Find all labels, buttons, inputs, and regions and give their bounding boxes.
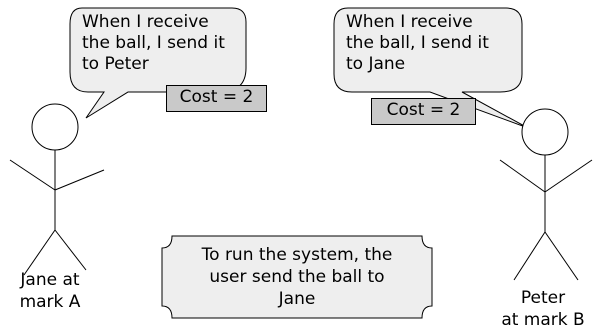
- jane-label-line-1: Jane at: [20, 270, 80, 290]
- note-shape: [161, 235, 433, 319]
- peter-bubble-line-2: the ball, I send it: [346, 33, 489, 53]
- jane-stick-figure: [9, 103, 105, 276]
- note-line-1: To run the system, the: [201, 245, 393, 265]
- jane-bubble-line-1: When I receive: [82, 12, 209, 32]
- peter-bubble-line-3: to Jane: [346, 54, 406, 74]
- peter-label-line-2: at mark B: [501, 310, 585, 330]
- note-line-2: user send the ball to: [209, 267, 385, 287]
- jane-label-line-2: mark A: [19, 292, 81, 312]
- jane-bubble-line-2: the ball, I send it: [82, 33, 225, 53]
- peter-stick-figure: [499, 108, 593, 281]
- note-line-3: Jane: [278, 289, 316, 309]
- peter-cost-badge: Cost = 2: [371, 98, 476, 125]
- peter-label-line-1: Peter: [520, 288, 566, 308]
- jane-cost-badge: Cost = 2: [166, 85, 267, 112]
- peter-speech-bubble: [333, 7, 529, 129]
- jane-bubble-line-3: to Peter: [82, 54, 149, 74]
- peter-bubble-line-1: When I receive: [346, 12, 473, 32]
